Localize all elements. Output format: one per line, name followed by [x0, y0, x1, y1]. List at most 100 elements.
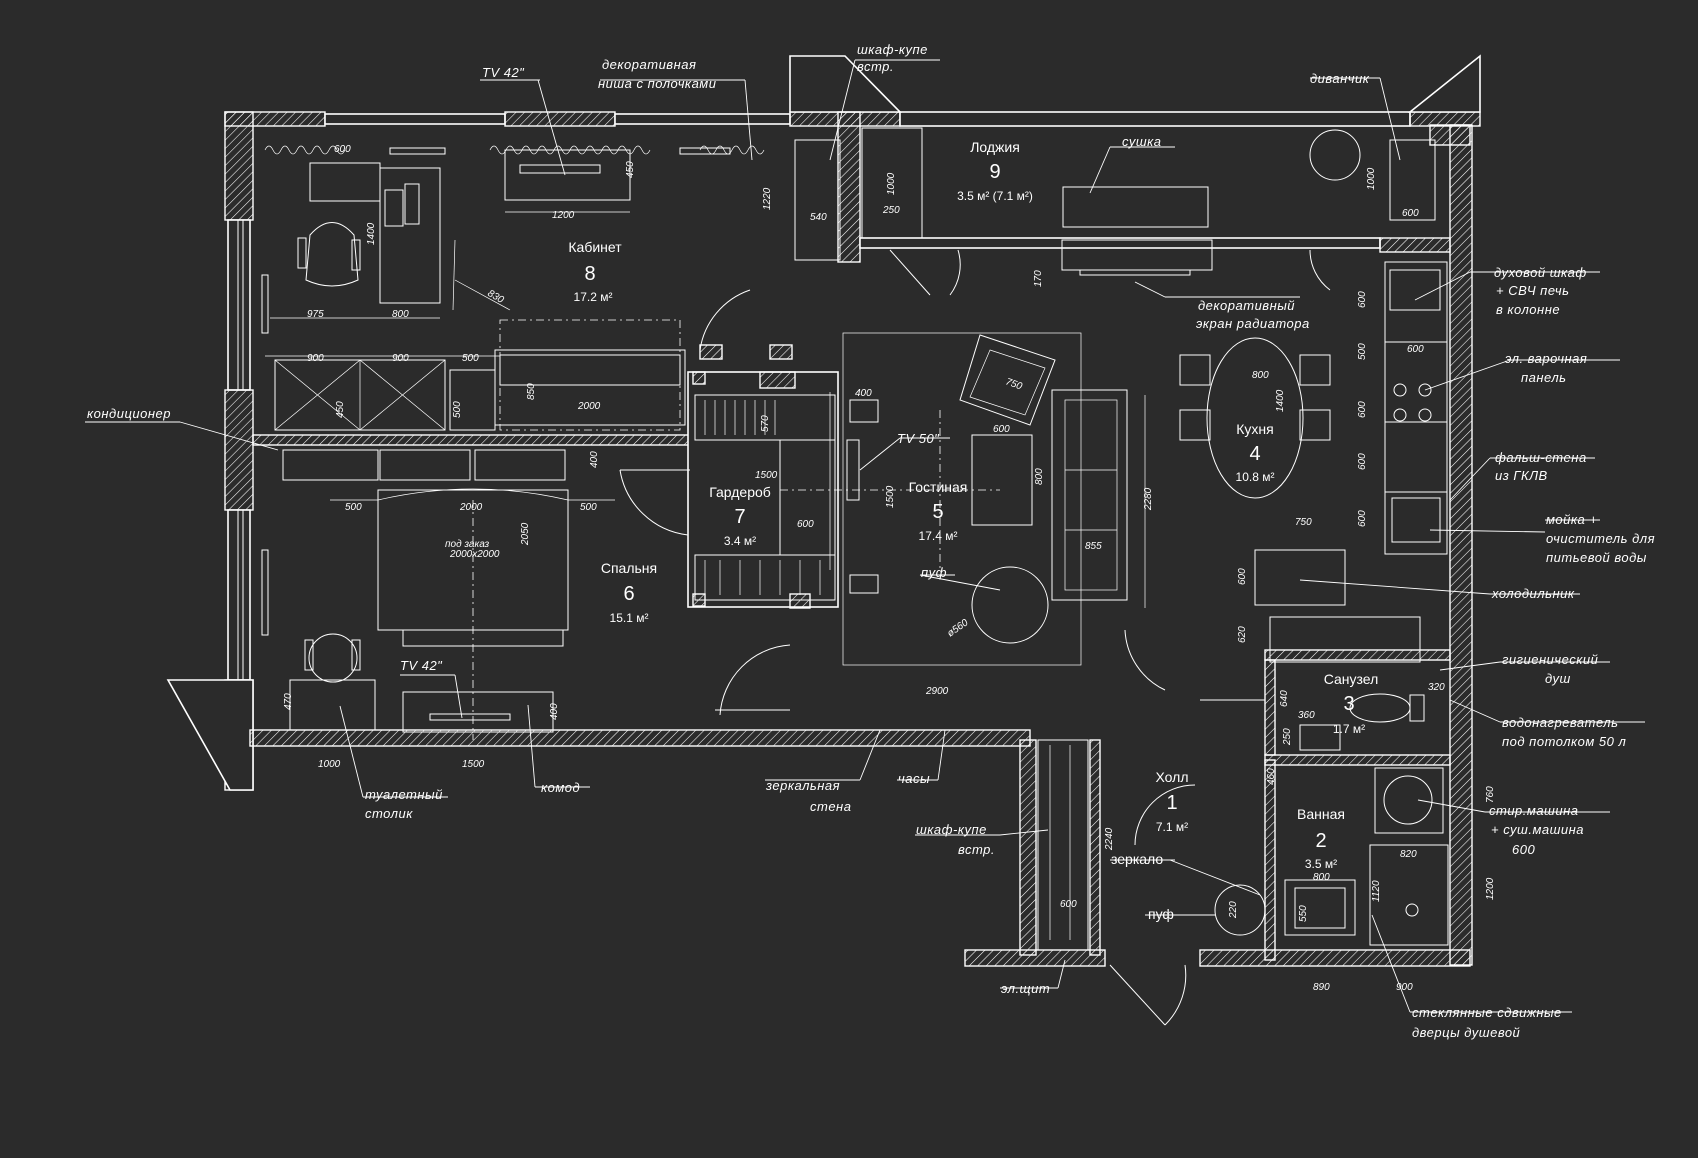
callout-tv-office: TV 42" — [482, 65, 525, 80]
dim-830: 830 — [486, 288, 506, 306]
callout-boiler: водонагреватель — [1502, 715, 1618, 730]
dim-1000c: 1000 — [1366, 167, 1377, 190]
dim-600f: 600 — [1407, 344, 1424, 355]
living-furniture — [780, 332, 1146, 666]
room-area-loggia: 3.5 м² (7.1 м²) — [957, 189, 1033, 203]
callout-radiator-2: экран радиатора — [1196, 316, 1310, 331]
dim-500e: 500 — [1357, 343, 1368, 360]
room-area-bedroom: 15.1 м² — [610, 611, 649, 625]
room-number-bathroom: 2 — [1315, 830, 1326, 852]
callout-sink: мойка + — [1546, 512, 1597, 527]
hall-bath-furniture — [1037, 629, 1449, 1026]
dim-850: 850 — [526, 383, 537, 400]
room-area-bathroom: 3.5 м² — [1305, 857, 1337, 871]
dim-1400: 1400 — [366, 222, 377, 245]
room-area-kitchen: 10.8 м² — [1236, 470, 1275, 484]
room-name-bedroom: Спальня — [601, 560, 657, 576]
callout-pouf-hall: пуф — [1148, 906, 1174, 922]
callout-wardrobe-hall-2: встр. — [958, 842, 995, 857]
leader-lines — [85, 59, 1645, 1013]
dim-400b: 400 — [549, 703, 560, 720]
dim-975: 975 — [307, 309, 324, 320]
dim-2000a: 2000 — [577, 401, 601, 412]
room-name-bathroom: Ванная — [1297, 806, 1345, 822]
room-labels: Кабинет 8 17.2 м² Лоджия 9 3.5 м² (7.1 м… — [568, 139, 1378, 871]
dim-550: 550 — [1298, 905, 1309, 922]
dim-360: 360 — [1298, 710, 1315, 721]
dim-460: 460 — [1266, 768, 1277, 785]
dim-1500: 1500 — [462, 759, 485, 770]
dim-250b: 250 — [1282, 728, 1293, 746]
dim-450b: 450 — [335, 401, 346, 418]
dim-250: 250 — [882, 205, 900, 216]
dim-320: 320 — [1428, 682, 1445, 693]
dim-600g: 600 — [1357, 401, 1368, 418]
dim-560: ø560 — [945, 617, 970, 639]
dim-800b: 800 — [1034, 468, 1045, 485]
room-name-office: Кабинет — [568, 239, 622, 255]
dim-500b: 500 — [452, 401, 463, 418]
dim-400a: 400 — [589, 451, 600, 468]
callout-wardrobe-top-2: встр. — [857, 59, 894, 74]
callout-oven-2: + СВЧ печь — [1496, 283, 1569, 298]
dim-600j: 600 — [1237, 568, 1248, 585]
callout-hyg-shower-2: душ — [1545, 671, 1571, 686]
room-number-bedroom: 6 — [623, 583, 634, 605]
dim-800d: 800 — [1313, 872, 1330, 883]
dim-600b: 600 — [797, 519, 814, 530]
dim-1200b: 1200 — [1485, 877, 1496, 900]
dim-540: 540 — [810, 212, 827, 223]
room-area-wardrobe: 3.4 м² — [724, 534, 756, 548]
dim-500c: 500 — [345, 502, 362, 513]
callout-vanity-2: столик — [365, 806, 413, 821]
callout-vanity: туалетный — [365, 787, 443, 802]
callout-pouf-living: пуф — [921, 565, 947, 580]
room-name-wardrobe: Гардероб — [709, 484, 771, 500]
room-name-toilet: Санузел — [1324, 671, 1379, 687]
callout-mirror-wall-2: стена — [810, 799, 851, 814]
dim-600e: 600 — [1357, 291, 1368, 308]
callout-panel: эл.щит — [1001, 981, 1050, 996]
room-name-hall: Холл — [1156, 769, 1189, 785]
room-number-living: 5 — [932, 501, 943, 523]
dim-500a: 500 — [462, 353, 479, 364]
room-area-office: 17.2 м² — [574, 290, 613, 304]
callout-mirror-hall: зеркало — [1111, 851, 1163, 867]
callout-glass-doors-2: дверцы душевой — [1412, 1025, 1520, 1040]
bed-text-1: под заказ — [445, 539, 490, 550]
callout-deco-niche: декоративная — [602, 57, 696, 72]
room-area-living: 17.4 м² — [919, 529, 958, 543]
callout-boiler-2: под потолком 50 л — [1502, 734, 1626, 749]
dim-1500b: 1500 — [755, 470, 778, 481]
bed-text-2: 2000x2000 — [449, 549, 500, 560]
dim-890: 890 — [1313, 982, 1330, 993]
callout-aircon: кондиционер — [87, 406, 171, 421]
callout-deco-niche-2: ниша с полочками — [598, 76, 716, 91]
dim-2000b: 2000 — [459, 502, 483, 513]
dim-400c: 400 — [855, 388, 872, 399]
dim-900a: 900 — [307, 353, 324, 364]
callouts: TV 42" декоративная ниша с полочками шка… — [87, 42, 1655, 1040]
room-number-loggia: 9 — [989, 161, 1000, 183]
bedroom-furniture — [282, 449, 615, 740]
callout-wardrobe-hall: шкаф-купе — [916, 822, 987, 837]
dim-600c: 600 — [993, 424, 1010, 435]
dim-800c: 800 — [1252, 370, 1269, 381]
dim-500d: 500 — [580, 502, 597, 513]
dim-640: 640 — [1279, 690, 1290, 707]
dim-1220: 1220 — [762, 187, 773, 210]
dim-1500c: 1500 — [885, 485, 896, 508]
room-name-kitchen: Кухня — [1236, 421, 1273, 437]
callout-oven: духовой шкаф — [1494, 265, 1587, 280]
dim-600h: 600 — [1357, 453, 1368, 470]
callout-wardrobe-top: шкаф-купе — [857, 42, 928, 57]
dim-1400b: 1400 — [1275, 389, 1286, 412]
dim-2050: 2050 — [520, 522, 531, 546]
room-area-hall: 7.1 м² — [1156, 820, 1188, 834]
dim-600i: 600 — [1357, 510, 1368, 527]
callout-false-wall-2: из ГКЛВ — [1495, 468, 1548, 483]
walls — [166, 54, 1481, 967]
dim-450: 450 — [625, 161, 636, 178]
dim-760: 760 — [1485, 786, 1496, 803]
callout-false-wall: фальш-стена — [1495, 450, 1587, 465]
